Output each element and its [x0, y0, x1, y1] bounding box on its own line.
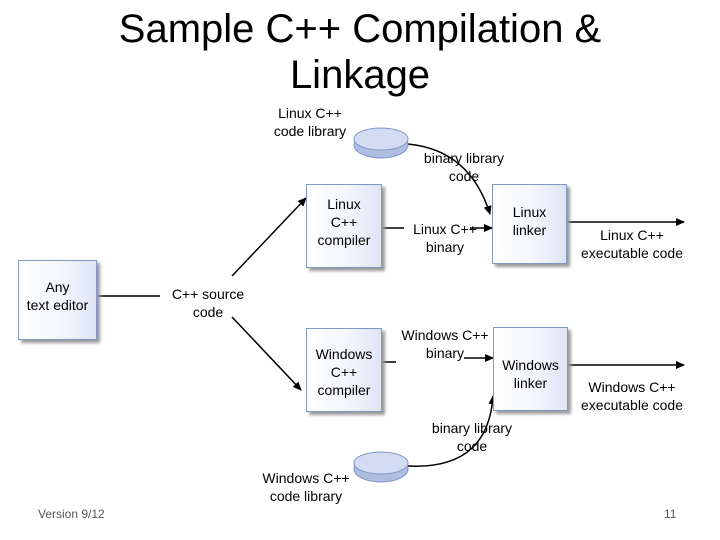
title-line-2: Linkage: [289, 53, 431, 97]
linux-compiler-label-3: compiler: [317, 232, 371, 248]
windows-code-library-line-1: Windows C++: [262, 470, 350, 486]
binary-library-top-line-2: code: [448, 168, 480, 184]
linux-code-library-label: Linux C++ code library: [258, 104, 362, 140]
title-line-1: Sample C++ Compilation &: [118, 7, 602, 51]
windows-compiler-label-1: Windows: [315, 346, 373, 362]
windows-code-library-line-2: code library: [269, 488, 343, 504]
source-code-line-2: code: [192, 304, 224, 320]
windows-executable-line-1: Windows C++: [588, 379, 676, 395]
linux-executable-line-2: executable code: [581, 245, 683, 261]
windows-executable-label: Windows C++ executable code: [570, 378, 694, 414]
windows-linker-label-1: Windows: [502, 357, 559, 373]
windows-compiler-label-2: C++: [330, 364, 358, 380]
linux-code-library-line-2: code library: [273, 123, 347, 139]
linux-code-library-line-1: Linux C++: [278, 105, 342, 121]
linux-linker-label-1: Linux: [512, 204, 547, 220]
binary-library-bottom-line-2: code: [456, 438, 488, 454]
windows-binary-line-1: Windows C++: [401, 327, 489, 343]
windows-compiler-label-3: compiler: [317, 382, 371, 398]
linux-linker-box: Linux linker: [492, 184, 567, 264]
binary-library-top-line-1: binary library: [423, 150, 505, 166]
linux-binary-line-2: binary: [425, 239, 465, 255]
linux-executable-line-1: Linux C++: [600, 227, 664, 243]
source-code-label: C++ source code: [158, 285, 258, 321]
text-editor-label-1: Any: [45, 279, 70, 295]
windows-compiler-box: Windows C++ compiler: [306, 328, 382, 412]
linux-binary-label: Linux C++ binary: [398, 220, 492, 256]
binary-library-top-label: binary library code: [412, 149, 516, 185]
text-editor-box: Any text editor: [18, 260, 97, 340]
slide-title: Sample C++ Compilation & Linkage: [40, 6, 680, 98]
windows-linker-box: Windows linker: [493, 327, 568, 411]
linux-binary-line-1: Linux C++: [413, 221, 477, 237]
linux-library-disk-icon: [353, 127, 409, 159]
version-footer: Version 9/12: [38, 507, 105, 521]
windows-executable-line-2: executable code: [581, 397, 683, 413]
source-code-line-1: C++ source: [171, 286, 245, 302]
linux-linker-label-2: linker: [512, 222, 547, 238]
windows-linker-label-2: linker: [513, 375, 548, 391]
linux-compiler-label-1: Linux: [327, 196, 361, 212]
binary-library-bottom-line-1: binary library: [431, 420, 513, 436]
page-number: 11: [664, 507, 677, 521]
windows-binary-line-2: binary: [425, 345, 465, 361]
binary-library-bottom-label: binary library code: [420, 419, 524, 455]
edge-windows-lib-to-linker: [407, 395, 497, 467]
edge-source-to-linux-compiler: [231, 197, 307, 277]
linux-compiler-box: Linux C++ compiler: [306, 184, 382, 268]
linux-executable-label: Linux C++ executable code: [570, 226, 694, 262]
windows-code-library-label: Windows C++ code library: [250, 469, 362, 505]
edge-linux-lib-to-linker: [407, 143, 492, 215]
text-editor-label-2: text editor: [26, 297, 89, 313]
windows-library-disk-icon: [353, 451, 409, 483]
windows-binary-label: Windows C++ binary: [392, 326, 498, 362]
linux-compiler-label-2: C++: [330, 214, 358, 230]
edge-source-to-windows-compiler: [231, 316, 302, 391]
